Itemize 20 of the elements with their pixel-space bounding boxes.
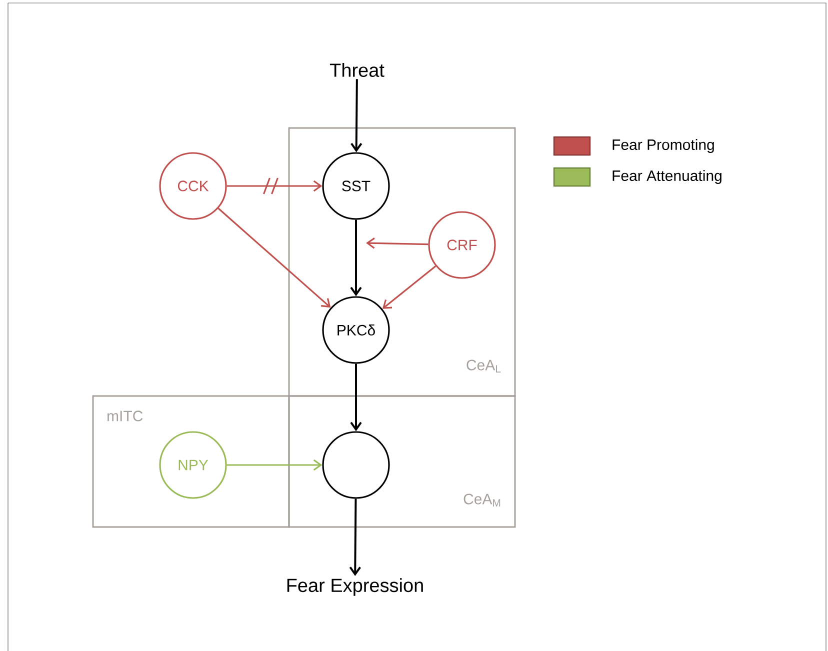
box-label: CeA$_{L}$ xyxy=(466,360,501,372)
region-box xyxy=(92,395,290,528)
arrow xyxy=(226,177,322,195)
flow-label: Fear Expression xyxy=(287,578,423,596)
arrow xyxy=(350,79,362,152)
arrow xyxy=(218,208,331,308)
arrow xyxy=(366,238,428,249)
cell-circle xyxy=(322,431,390,499)
box-label: CeA$_{M}$ xyxy=(464,494,500,506)
region-box xyxy=(288,127,516,397)
arrow xyxy=(350,220,362,296)
legend-label: Fear Promoting xyxy=(612,139,714,153)
arrow xyxy=(349,498,361,576)
arrow xyxy=(382,266,436,309)
legend-label: Fear Attenuating xyxy=(612,170,722,184)
arrow xyxy=(226,459,322,471)
box-label: mITC xyxy=(108,410,143,422)
flow-label: Threat xyxy=(330,63,384,77)
region-box xyxy=(288,395,516,528)
arrow xyxy=(350,364,362,432)
